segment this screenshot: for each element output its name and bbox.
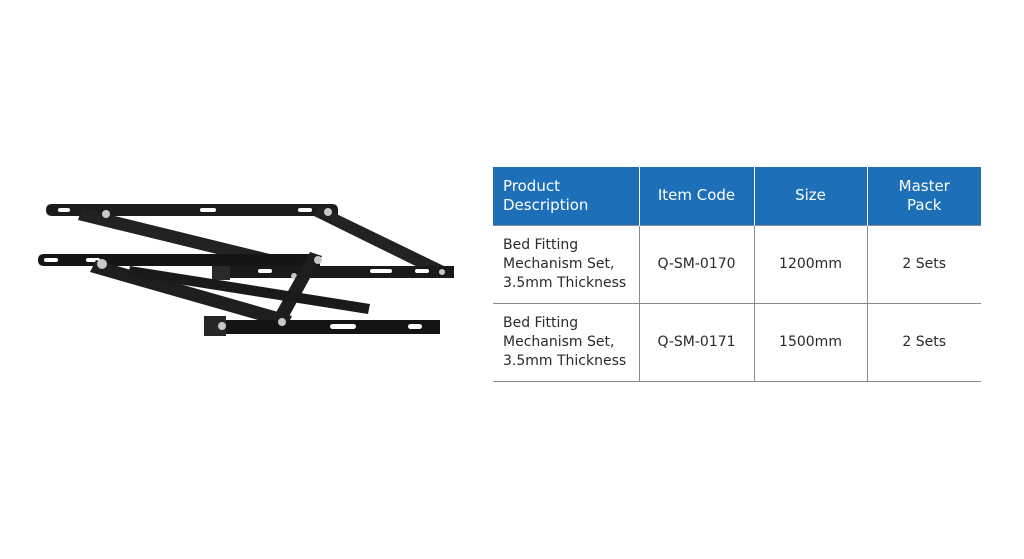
- cell-master-pack: 2 Sets: [866, 224, 981, 303]
- bed-mechanism-image: [38, 204, 454, 336]
- front-mechanism: [38, 252, 440, 336]
- table-row: Bed Fitting Mechanism Set, 3.5mm Thickne…: [493, 224, 981, 303]
- spec-table: Product Description Item Code Size Maste…: [493, 167, 981, 382]
- header-size: Size: [753, 167, 867, 225]
- cell-item-code: Q-SM-0171: [638, 302, 754, 382]
- cell-size: 1200mm: [753, 224, 867, 303]
- header-item-code: Item Code: [638, 167, 754, 225]
- cell-description: Bed Fitting Mechanism Set, 3.5mm Thickne…: [493, 302, 639, 382]
- table-header-row: Product Description Item Code Size Maste…: [493, 167, 981, 225]
- cell-item-code: Q-SM-0170: [638, 224, 754, 303]
- header-master-pack: Master Pack: [866, 167, 981, 225]
- cell-master-pack: 2 Sets: [866, 302, 981, 382]
- rear-mechanism: [46, 204, 454, 280]
- header-product-description: Product Description: [493, 167, 639, 225]
- cell-size: 1500mm: [753, 302, 867, 382]
- cell-description: Bed Fitting Mechanism Set, 3.5mm Thickne…: [493, 224, 639, 303]
- table-row: Bed Fitting Mechanism Set, 3.5mm Thickne…: [493, 302, 981, 382]
